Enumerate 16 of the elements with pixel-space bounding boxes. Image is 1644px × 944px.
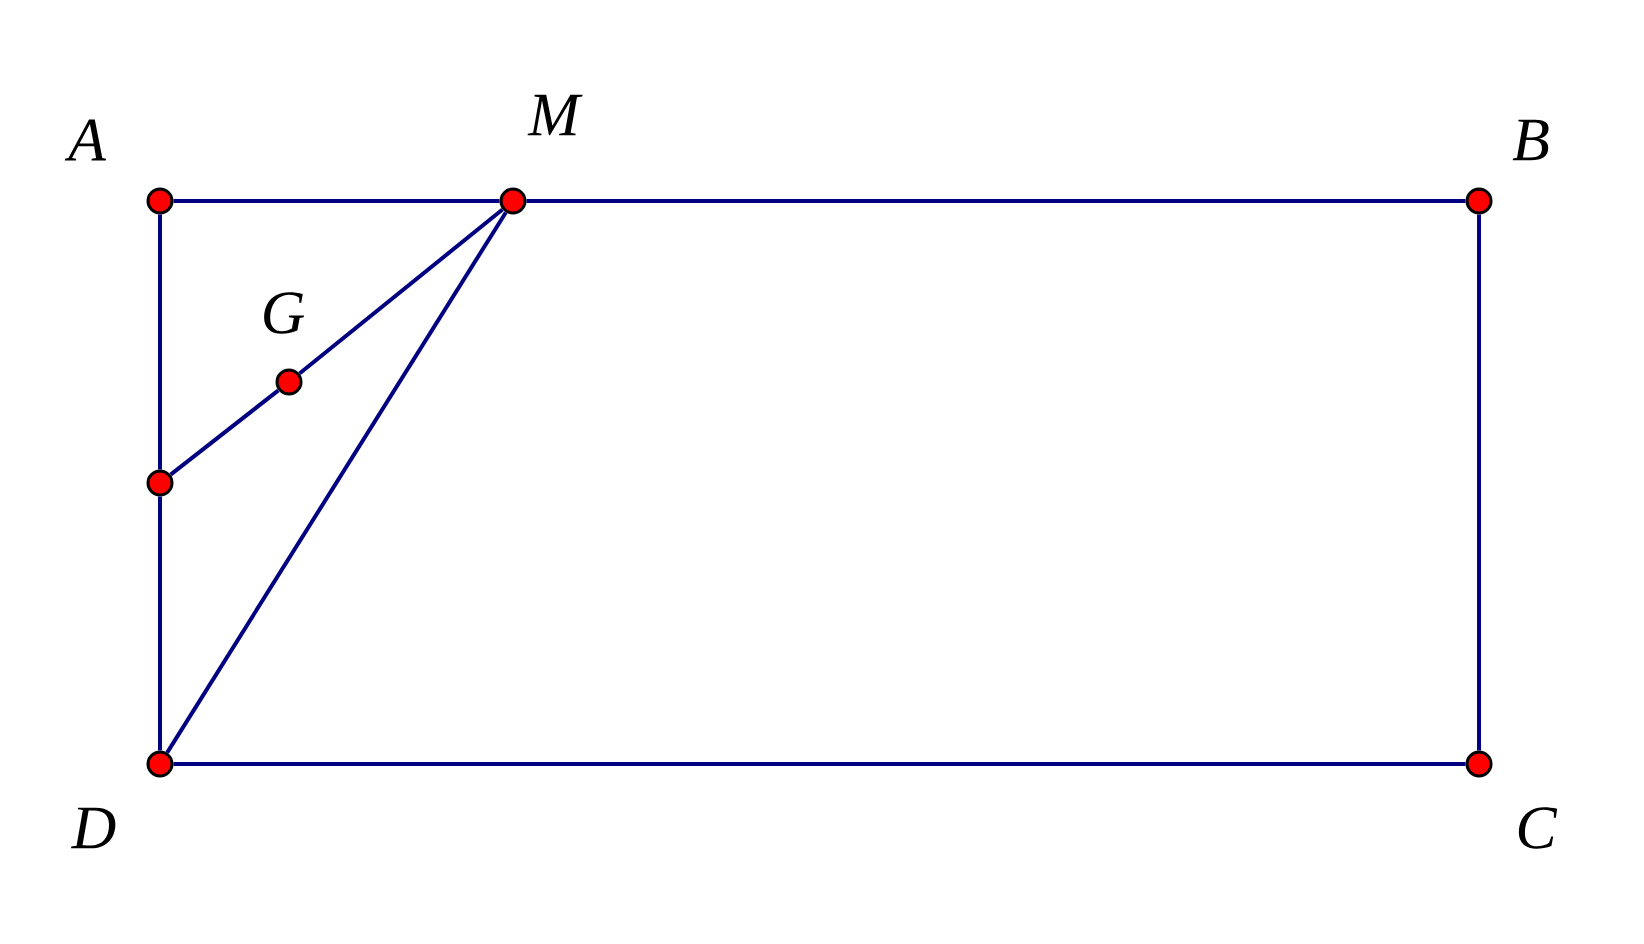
line-segment	[526, 199, 1466, 203]
line-segment	[158, 214, 162, 470]
line-segment	[173, 762, 1466, 766]
point-label: G	[264, 292, 304, 334]
point-label: A	[64, 119, 107, 161]
point-label: C	[1518, 807, 1558, 849]
line-segment	[165, 211, 508, 754]
line-segment	[169, 388, 280, 477]
line-segment	[1477, 214, 1481, 751]
line-segment	[298, 207, 504, 376]
line-segment	[158, 496, 162, 751]
point-label: M	[527, 94, 583, 136]
point-label: B	[1512, 119, 1549, 161]
point-label: D	[71, 807, 116, 849]
point-dot	[146, 469, 174, 497]
line-segment	[173, 199, 500, 203]
